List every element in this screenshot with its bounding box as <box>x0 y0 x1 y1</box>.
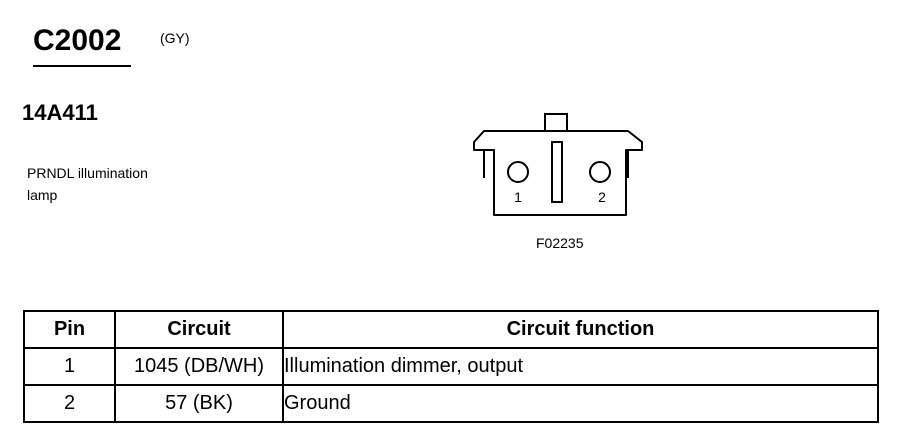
figure-code: F02235 <box>536 235 584 251</box>
component-description: PRNDL illumination lamp <box>27 162 197 206</box>
header-circuit: Circuit <box>114 310 284 349</box>
header-pin: Pin <box>23 310 116 349</box>
table-row: 1 1045 (DB/WH) Illumination dimmer, outp… <box>23 347 879 386</box>
connector-face-diagram: 1 2 <box>473 113 643 216</box>
header-circuit-function: Circuit function <box>282 310 879 349</box>
table-header-row: Pin Circuit Circuit function <box>23 310 879 349</box>
description-line-1: PRNDL illumination <box>27 165 148 181</box>
row-circuit-function: Ground <box>282 384 879 423</box>
connector-id: C2002 <box>33 24 122 57</box>
connector-id-underline <box>33 65 131 67</box>
row-circuit: 57 (BK) <box>114 384 284 423</box>
pin-1-label: 1 <box>514 189 522 205</box>
pin-2-circle <box>589 161 611 183</box>
description-line-2: lamp <box>27 187 58 203</box>
part-number: 14A411 <box>22 100 98 125</box>
row-pin: 1 <box>23 347 116 386</box>
row-pin: 2 <box>23 384 116 423</box>
connector-latch-tab <box>544 113 568 132</box>
pinout-table: Pin Circuit Circuit function 1 1045 (DB/… <box>23 310 879 423</box>
row-circuit: 1045 (DB/WH) <box>114 347 284 386</box>
connector-color-code: (GY) <box>160 30 190 46</box>
row-circuit-function: Illumination dimmer, output <box>282 347 879 386</box>
connector-key-slot <box>551 141 563 203</box>
connector-inner-ledge <box>483 150 629 178</box>
table-row: 2 57 (BK) Ground <box>23 384 879 423</box>
pin-2-label: 2 <box>598 189 606 205</box>
pin-1-circle <box>507 161 529 183</box>
